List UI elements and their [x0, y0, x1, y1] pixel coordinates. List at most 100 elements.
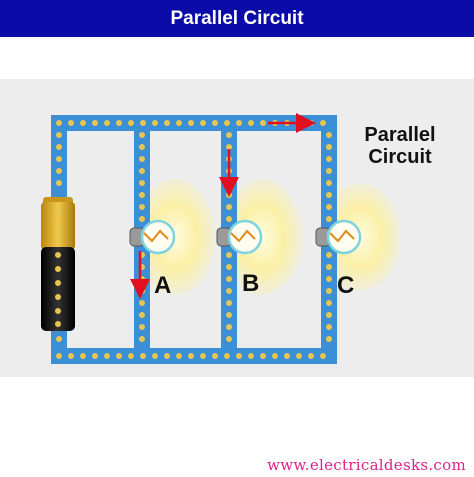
wire-bead [326, 264, 332, 270]
wire-bead [188, 353, 194, 359]
wire-bead [56, 180, 62, 186]
wire-bead [139, 324, 145, 330]
wire-bead [284, 353, 290, 359]
footer-url: www.electricaldesks.com [267, 456, 466, 474]
wire-bead [68, 120, 74, 126]
wire-bead [56, 156, 62, 162]
wire-bead [139, 180, 145, 186]
bulb-label-b: B [242, 270, 260, 297]
wire-bead [326, 204, 332, 210]
wire-bead [226, 264, 232, 270]
wire-bead [104, 353, 110, 359]
wire-bead [226, 252, 232, 258]
wire-bead [226, 288, 232, 294]
wire-bead [226, 336, 232, 342]
wire-bead [326, 156, 332, 162]
wire-bead [226, 276, 232, 282]
wire-bead [56, 144, 62, 150]
side-label-line2: Circuit [368, 146, 432, 168]
wire-bead [140, 353, 146, 359]
wire-bead [104, 120, 110, 126]
wire-bead [226, 300, 232, 306]
wire-bead [139, 312, 145, 318]
wire-bead [139, 156, 145, 162]
wire-bead [139, 216, 145, 222]
wire-bead [212, 353, 218, 359]
wire-bead [200, 353, 206, 359]
wire-bead [116, 120, 122, 126]
wire-bead [326, 216, 332, 222]
wire-bead [152, 120, 158, 126]
wire-bead [226, 312, 232, 318]
wire-bead [320, 120, 326, 126]
wire-bead [308, 120, 314, 126]
wire-bead [188, 120, 194, 126]
wire-bead [326, 252, 332, 258]
wire-bead [139, 204, 145, 210]
wire-bead [248, 353, 254, 359]
bulb-label-c: C [337, 272, 355, 299]
wire-bead [139, 336, 145, 342]
battery-icon [41, 197, 75, 331]
wire-bead [164, 353, 170, 359]
wire-bead [226, 216, 232, 222]
wire-bead [226, 324, 232, 330]
wire-bead [176, 120, 182, 126]
wire-bead [140, 120, 146, 126]
wire-bead [92, 120, 98, 126]
wire-bead [68, 353, 74, 359]
wire-bead [164, 120, 170, 126]
wire-bead [296, 353, 302, 359]
wire-bead [326, 276, 332, 282]
wire-bead [326, 300, 332, 306]
wire-bead [308, 353, 314, 359]
wire-bead [326, 288, 332, 294]
wire-bead [272, 353, 278, 359]
side-label-line1: Parallel [364, 124, 436, 146]
wire-bead [80, 120, 86, 126]
wire-bead [226, 204, 232, 210]
current-arrow-icon [130, 113, 316, 299]
wire-bead [139, 192, 145, 198]
wire-bead [224, 120, 230, 126]
wire-bead [326, 312, 332, 318]
wire-bead [56, 132, 62, 138]
wire-bead [139, 300, 145, 306]
wire-bead [326, 144, 332, 150]
wire-bead [80, 353, 86, 359]
wire-bead [248, 120, 254, 126]
diagram-side-label: Parallel Circuit [355, 124, 445, 168]
wire-bead [139, 132, 145, 138]
wire-bead [56, 353, 62, 359]
wire-bead [326, 324, 332, 330]
wire-bead [326, 132, 332, 138]
wire-bead [128, 353, 134, 359]
wire-bead [200, 120, 206, 126]
wire-bead [226, 192, 232, 198]
wire-bead [226, 144, 232, 150]
wire-bead [224, 353, 230, 359]
wire-bead [152, 353, 158, 359]
wire-bead [226, 132, 232, 138]
wire-bead [139, 168, 145, 174]
wire-bead [139, 144, 145, 150]
circuit-diagram [0, 79, 474, 377]
wire-bead [128, 120, 134, 126]
wire-bead [326, 168, 332, 174]
light-bulb-icon [129, 219, 362, 255]
wire-bead [326, 336, 332, 342]
wire-bead [260, 120, 266, 126]
wire-bead [56, 120, 62, 126]
wire-bead [56, 336, 62, 342]
wire-bead [176, 353, 182, 359]
wire-bead [236, 120, 242, 126]
wire-bead [320, 353, 326, 359]
wire-bead [236, 353, 242, 359]
wire-bead [56, 168, 62, 174]
wire-bead [326, 192, 332, 198]
wire-bead [260, 353, 266, 359]
wire-bead [212, 120, 218, 126]
page-title: Parallel Circuit [170, 8, 304, 29]
wire-bead [116, 353, 122, 359]
bulb-label-a: A [154, 272, 172, 299]
